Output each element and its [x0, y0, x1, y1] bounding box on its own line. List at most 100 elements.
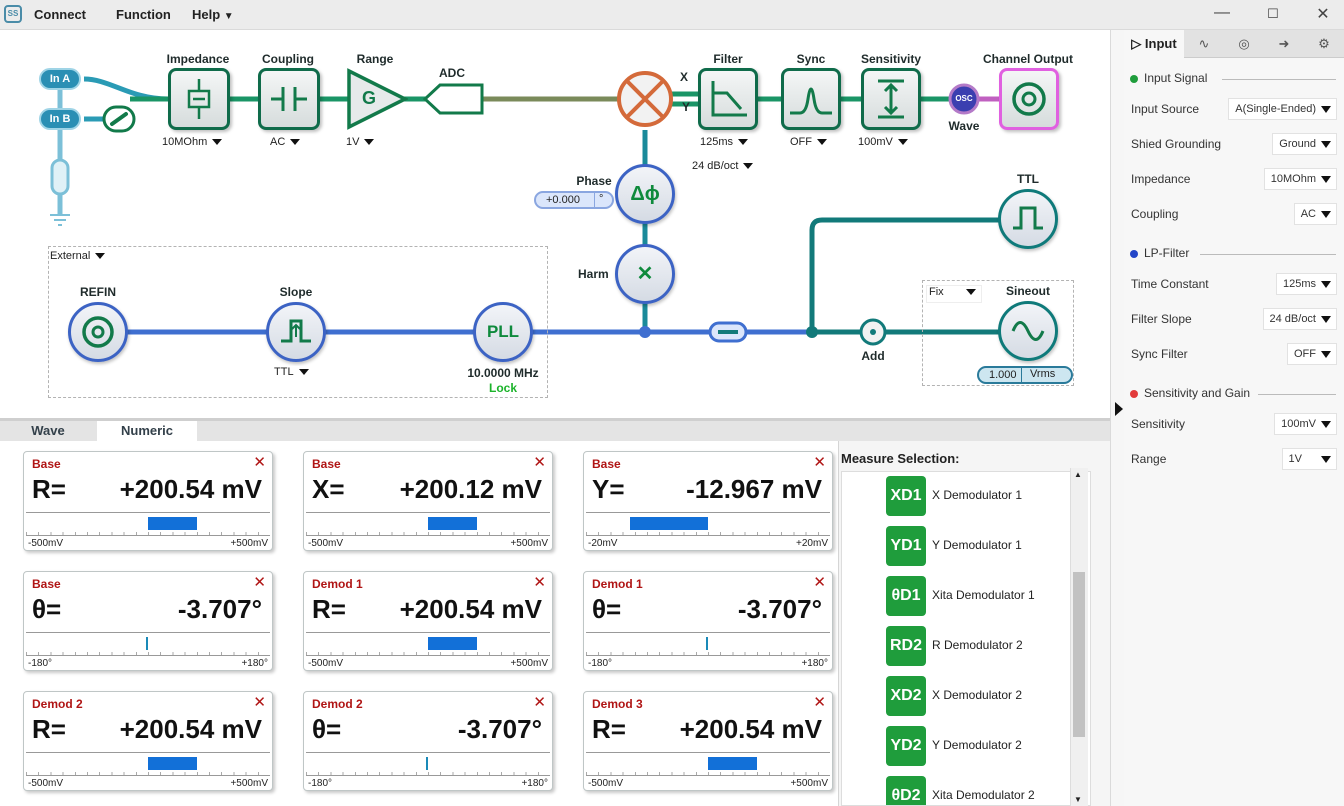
refin-button[interactable] [68, 302, 128, 362]
scroll-down-icon[interactable]: ▼ [1074, 795, 1082, 804]
menu-connect[interactable]: Connect [34, 7, 86, 22]
card-gauge [306, 512, 550, 536]
scroll-up-icon[interactable]: ▲ [1074, 470, 1082, 479]
tab-numeric[interactable]: Numeric [97, 421, 197, 441]
adc-label: ADC [439, 66, 465, 80]
sineout-amplitude-input[interactable]: 1.000 Vrms [977, 366, 1073, 384]
chevron-down-icon [290, 139, 301, 146]
pll-lock-status: Lock [488, 381, 518, 395]
measurement-card[interactable]: Base✕R=+200.54 mV-500mV+500mV [23, 451, 273, 551]
filter-slope-label: Filter Slope [1131, 312, 1192, 326]
close-icon[interactable]: ✕ [533, 574, 546, 591]
measurement-card[interactable]: Demod 2✕R=+200.54 mV-500mV+500mV [23, 691, 273, 791]
signal-flow-diagram: In A In B Impedance 10MOhm Coupling AC R… [0, 30, 1110, 418]
filter-slope-dropdown[interactable]: 24 dB/oct [692, 160, 754, 178]
time-constant-label: Time Constant [1131, 277, 1209, 291]
settings-tab-target[interactable]: ◎ [1224, 30, 1264, 58]
card-title: Base [32, 577, 61, 591]
settings-tab-wave[interactable]: ∿ [1184, 30, 1224, 58]
target-icon: ◎ [1238, 36, 1250, 51]
menu-help[interactable]: Help ▼ [192, 7, 234, 22]
settings-tab-input[interactable]: ▷ Input [1124, 30, 1184, 58]
reference-section [48, 246, 548, 398]
sync-dropdown[interactable]: OFF [790, 136, 827, 154]
filter-label: Filter [713, 52, 743, 66]
close-icon[interactable]: ✕ [253, 454, 266, 471]
measurement-card[interactable]: Demod 1✕R=+200.54 mV-500mV+500mV [303, 571, 553, 671]
measurement-card[interactable]: Demod 1✕θ=-3.707°-180°+180° [583, 571, 833, 671]
expand-arrow-icon[interactable] [1115, 402, 1123, 416]
settings-tab-arrow[interactable]: ➜ [1264, 30, 1304, 58]
impedance-select[interactable]: 10MOhm [1263, 168, 1337, 190]
measurement-card[interactable]: Base✕Y=-12.967 mV-20mV+20mV [583, 451, 833, 551]
close-icon[interactable]: ✕ [813, 454, 826, 471]
input-b-connector[interactable]: In B [39, 108, 81, 130]
mixer-button[interactable] [619, 73, 671, 125]
range-dropdown[interactable]: 1V [346, 136, 375, 154]
close-icon[interactable]: ✕ [533, 694, 546, 711]
osc-badge[interactable]: OSC [955, 94, 973, 103]
measurement-card[interactable]: Base✕X=+200.12 mV-500mV+500mV [303, 451, 553, 551]
panel-collapse-strip[interactable] [1110, 30, 1124, 806]
pll-frequency: 10.0000 MHz [467, 366, 539, 380]
measurement-card[interactable]: Base✕θ=-3.707°-180°+180° [23, 571, 273, 671]
coupling-select[interactable]: AC [1293, 203, 1337, 225]
sync-block[interactable] [781, 68, 841, 130]
pll-button[interactable]: PLL [473, 302, 533, 362]
coupling-dropdown-value: AC [270, 136, 286, 148]
time-constant-select[interactable]: 125ms [1275, 273, 1337, 295]
reference-source-dropdown[interactable]: External [50, 250, 106, 268]
close-icon[interactable]: ✕ [253, 694, 266, 711]
sineout-mode-dropdown[interactable]: Fix [926, 285, 982, 303]
measurement-card[interactable]: Demod 3✕R=+200.54 mV-500mV+500mV [583, 691, 833, 791]
close-icon[interactable]: ✕ [813, 694, 826, 711]
range-select[interactable]: 1V [1281, 448, 1337, 470]
sensitivity-block[interactable] [861, 68, 921, 130]
card-title: Demod 1 [312, 577, 363, 591]
input-a-connector[interactable]: In A [39, 68, 81, 90]
sensitivity-dropdown[interactable]: 100mV [858, 136, 908, 154]
impedance-dropdown[interactable]: 10MOhm [162, 136, 223, 154]
filter-time-dropdown[interactable]: 125ms [700, 136, 749, 154]
maximize-button[interactable]: ☐ [1267, 6, 1279, 21]
coupling-dropdown[interactable]: AC [270, 136, 301, 154]
sync-filter-select[interactable]: OFF [1287, 343, 1337, 365]
input-source-select[interactable]: A(Single-Ended) [1228, 98, 1337, 120]
filter-block[interactable] [698, 68, 758, 130]
settings-tabs: ▷ Input ∿ ◎ ➜ ⚙ [1124, 30, 1344, 58]
coupling-block[interactable] [258, 68, 320, 130]
channel-output-block[interactable] [999, 68, 1059, 130]
tab-wave[interactable]: Wave [31, 423, 65, 438]
filter-section-dot [1130, 249, 1138, 258]
slope-button[interactable] [266, 302, 326, 362]
close-window-button[interactable]: ✕ [1316, 6, 1330, 23]
grounding-select[interactable]: Ground [1272, 133, 1337, 155]
harmonic-button[interactable]: ✕ [615, 244, 675, 304]
slope-dropdown[interactable]: TTL [274, 366, 309, 384]
measurement-card[interactable]: Demod 2✕θ=-3.707°-180°+180° [303, 691, 553, 791]
ttl-output-button[interactable] [998, 189, 1058, 249]
impedance-block[interactable] [168, 68, 230, 130]
phase-shift-button[interactable]: Δϕ [615, 164, 675, 224]
card-gauge [26, 512, 270, 536]
phase-label: Phase [576, 174, 612, 188]
range-amplifier[interactable]: G [346, 68, 408, 130]
phase-input[interactable]: +0.000 ° [534, 191, 614, 209]
close-icon[interactable]: ✕ [253, 574, 266, 591]
minimize-button[interactable]: — [1214, 4, 1230, 21]
measure-scrollbar-thumb[interactable] [1073, 572, 1085, 737]
close-icon[interactable]: ✕ [813, 574, 826, 591]
filter-slope-select[interactable]: 24 dB/oct [1262, 308, 1337, 330]
menu-function[interactable]: Function [116, 7, 171, 22]
close-icon[interactable]: ✕ [533, 454, 546, 471]
sensitivity-select[interactable]: 100mV [1274, 413, 1337, 435]
settings-tab-gear[interactable]: ⚙ [1304, 30, 1344, 58]
sineout-button[interactable] [998, 301, 1058, 361]
